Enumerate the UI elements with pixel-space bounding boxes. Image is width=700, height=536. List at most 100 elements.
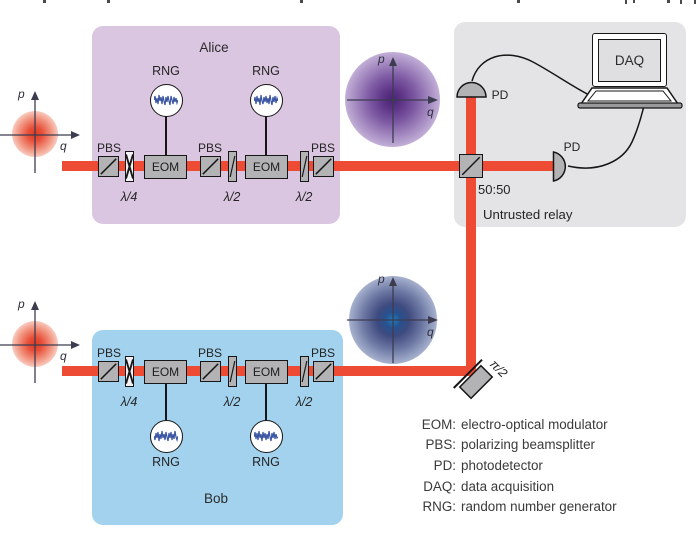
cropped-caption-fragment bbox=[694, 0, 696, 4]
quarter-waveplate bbox=[125, 355, 134, 387]
p-axis-label: p bbox=[18, 297, 25, 311]
cropped-caption-fragment bbox=[517, 0, 520, 3]
pbs-cube bbox=[200, 155, 221, 177]
phase-axes bbox=[347, 277, 438, 363]
quarter-wave-label: λ/4 bbox=[120, 190, 138, 204]
legend-term: EOM: bbox=[421, 416, 456, 432]
phase-shift-mirror: π/2 bbox=[453, 357, 510, 400]
half-wave-label: λ/2 bbox=[223, 395, 241, 409]
rng-label: RNG bbox=[252, 64, 280, 78]
random-waveform-icon bbox=[154, 430, 178, 443]
phase-axes bbox=[347, 57, 438, 143]
p-axis-label: p bbox=[18, 87, 25, 101]
alice-title: Alice bbox=[199, 40, 229, 55]
rng-eom-wire bbox=[165, 116, 167, 155]
half-wave-label: λ/2 bbox=[295, 395, 313, 409]
photodetector-right bbox=[552, 151, 567, 182]
random-waveform-icon bbox=[254, 94, 278, 106]
legend-item: PD: photodetector bbox=[418, 455, 617, 476]
phase-axes bbox=[0, 91, 80, 173]
bob-title: Bob bbox=[203, 491, 229, 506]
eom-device: EOM bbox=[144, 154, 187, 179]
pbs-label: PBS bbox=[197, 346, 222, 360]
eom-device: EOM bbox=[245, 359, 288, 384]
relay-vertical-beam bbox=[466, 96, 476, 376]
half-waveplate bbox=[300, 355, 309, 387]
q-axis-label: q bbox=[427, 325, 434, 339]
random-waveform-icon bbox=[154, 94, 178, 106]
balanced-beamsplitter-cube bbox=[459, 154, 483, 178]
random-waveform-icon bbox=[254, 430, 278, 442]
legend-item: PBS: polarizing beamsplitter bbox=[418, 435, 617, 456]
pbs-cube bbox=[200, 360, 221, 382]
splitter-ratio-label: 50:50 bbox=[478, 182, 511, 197]
p-axis-label: p bbox=[378, 272, 385, 286]
cropped-caption-fragment bbox=[667, 0, 670, 3]
rng-label: RNG bbox=[152, 64, 180, 78]
half-waveplate bbox=[300, 150, 309, 182]
cropped-caption-fragment bbox=[680, 0, 682, 4]
legend-item: DAQ: data acquisition bbox=[418, 476, 617, 497]
phase-axes bbox=[0, 301, 80, 383]
pbs-label: PBS bbox=[96, 346, 121, 360]
rng-label: RNG bbox=[152, 455, 180, 469]
half-waveplate bbox=[228, 150, 237, 182]
pd-label: PD bbox=[563, 140, 581, 154]
legend-definition: data acquisition bbox=[461, 478, 555, 494]
daq-screen-display: DAQ bbox=[598, 38, 661, 82]
pbs-label: PBS bbox=[197, 141, 222, 155]
legend-definition: polarizing beamsplitter bbox=[461, 437, 595, 453]
quarter-waveplate bbox=[125, 150, 134, 182]
cropped-caption-fragment bbox=[43, 0, 46, 3]
phase-diagram-alice-input: p q bbox=[0, 85, 95, 180]
phase-diagram-bob-input: p q bbox=[0, 295, 95, 390]
abbreviation-legend: EOM: electro-optical modulator PBS: pola… bbox=[418, 414, 617, 517]
pbs-label: PBS bbox=[310, 346, 335, 360]
half-wave-label: λ/2 bbox=[223, 190, 241, 204]
pbs-cube bbox=[313, 155, 334, 177]
legend-term: RNG: bbox=[422, 499, 456, 515]
daq-laptop-keyboard bbox=[577, 87, 683, 109]
half-waveplate bbox=[228, 355, 237, 387]
daq-laptop-screen: DAQ bbox=[592, 33, 667, 87]
rng-device bbox=[249, 83, 283, 117]
pbs-label: PBS bbox=[310, 141, 335, 155]
eom-device: EOM bbox=[144, 359, 187, 384]
pd-label: PD bbox=[491, 88, 509, 102]
legend-term: PBS: bbox=[425, 437, 456, 453]
q-axis-label: q bbox=[60, 349, 67, 363]
pbs-cube bbox=[98, 155, 119, 177]
legend-definition: photodetector bbox=[461, 457, 543, 473]
cropped-caption-fragment bbox=[107, 0, 110, 3]
cropped-caption-fragment bbox=[300, 0, 303, 3]
p-axis-label: p bbox=[378, 52, 385, 66]
cropped-caption-fragment bbox=[625, 0, 627, 4]
legend-term: DAQ: bbox=[423, 478, 456, 494]
pbs-cube bbox=[98, 360, 119, 382]
rng-device bbox=[149, 419, 183, 453]
legend-item: RNG: random number generator bbox=[418, 496, 617, 517]
quarter-wave-label: λ/4 bbox=[120, 395, 138, 409]
eom-device: EOM bbox=[245, 154, 288, 179]
rng-eom-wire bbox=[265, 116, 267, 155]
legend-definition: random number generator bbox=[461, 499, 617, 515]
pbs-cube bbox=[313, 360, 334, 382]
half-wave-label: λ/2 bbox=[295, 190, 313, 204]
rng-device bbox=[249, 419, 283, 453]
cropped-caption-fragment bbox=[633, 0, 635, 3]
q-axis-label: q bbox=[427, 105, 434, 119]
phase-diagram-alice-modulated: p q bbox=[340, 50, 445, 150]
photodetector-top bbox=[456, 81, 487, 98]
alice-station-panel bbox=[92, 26, 340, 224]
rng-label: RNG bbox=[252, 455, 280, 469]
legend-term: PD: bbox=[433, 457, 456, 473]
phase-diagram-bob-modulated: p q bbox=[340, 270, 445, 370]
pbs-label: PBS bbox=[96, 141, 121, 155]
rng-eom-wire bbox=[165, 382, 167, 420]
rng-device bbox=[149, 83, 183, 117]
legend-item: EOM: electro-optical modulator bbox=[418, 414, 617, 435]
relay-title: Untrusted relay bbox=[483, 207, 573, 222]
q-axis-label: q bbox=[60, 139, 67, 153]
legend-definition: electro-optical modulator bbox=[461, 416, 608, 432]
